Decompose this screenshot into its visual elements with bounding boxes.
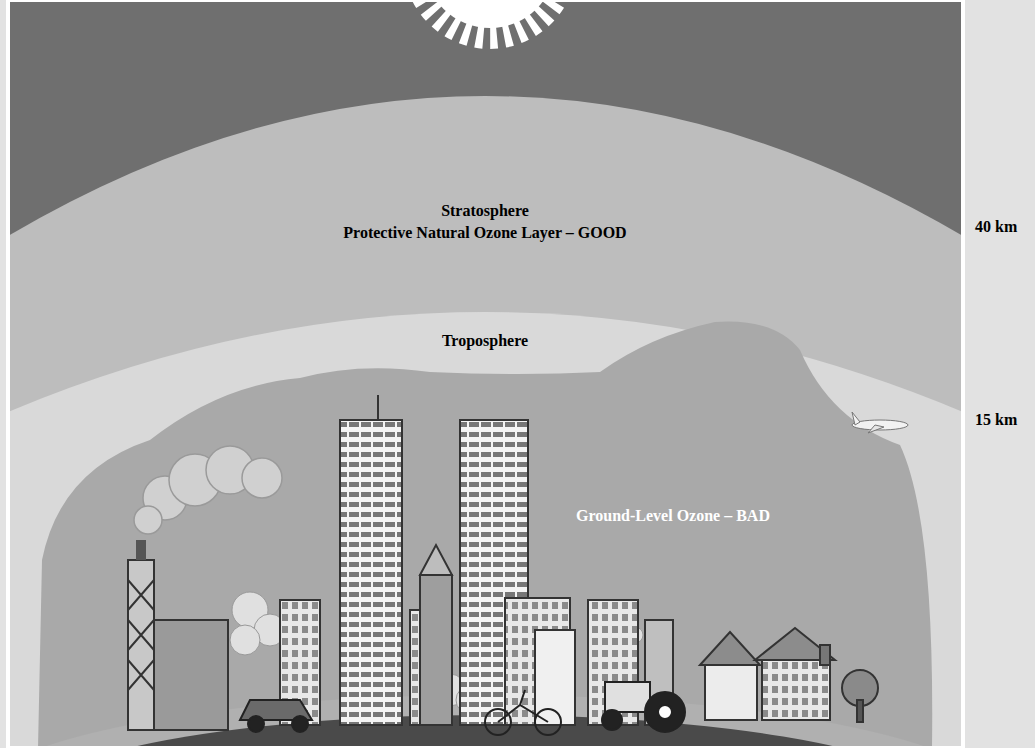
stratosphere-band-label: StratosphereProtective Natural Ozone Lay… [205,200,765,252]
troposphere-region: TroposphereGround-Level Ozone – BAD [75,330,895,730]
sun [414,0,566,38]
illustration-part [230,625,260,655]
illustration-part [242,458,282,498]
illustration-part [340,420,402,725]
illustration-part [857,700,863,722]
smog-dome [38,322,932,748]
illustration-part [852,412,860,425]
stratosphere-band [8,96,963,748]
vehicles [240,682,685,735]
illustration-part [868,425,884,433]
layer-note: Protective Natural Ozone Layer – GOOD [343,222,626,244]
altitude-label: 15 km [975,410,1017,430]
smoke-cloud [134,446,282,534]
space-sky [8,0,963,748]
illustration-part [658,705,672,719]
illustration-part [143,620,228,730]
houses [700,628,878,722]
illustration-part [762,660,830,720]
layer-name: Troposphere [442,330,528,352]
factory [128,540,228,730]
illustration-part [136,540,146,560]
troposphere-band [8,312,963,748]
illustration-part [248,716,264,732]
illustration-part [700,632,760,665]
airplane [852,412,908,433]
illustration-part [420,575,452,725]
illustration-part [645,692,685,732]
illustration-part [414,0,566,38]
illustration-part [820,645,830,665]
layer-name: Stratosphere [441,200,529,222]
illustration-part [605,682,650,712]
altitude-label: 40 km [975,217,1017,237]
city-buildings [280,395,673,725]
illustration-part [424,0,556,28]
frame [8,0,963,748]
illustration-part [128,560,154,730]
illustration-part [292,716,308,732]
illustration-part [498,690,548,722]
layer-name: Ground-Level Ozone – BAD [576,505,770,527]
illustration-part [705,665,757,720]
sky-layers [8,0,963,748]
illustration-part [377,395,379,420]
ground-ozone-region: Ground-Level Ozone – BAD [548,505,798,533]
illustration-part [128,580,154,690]
illustration-part [420,545,452,575]
illustration-part [134,506,162,534]
illustration-part [602,710,622,730]
